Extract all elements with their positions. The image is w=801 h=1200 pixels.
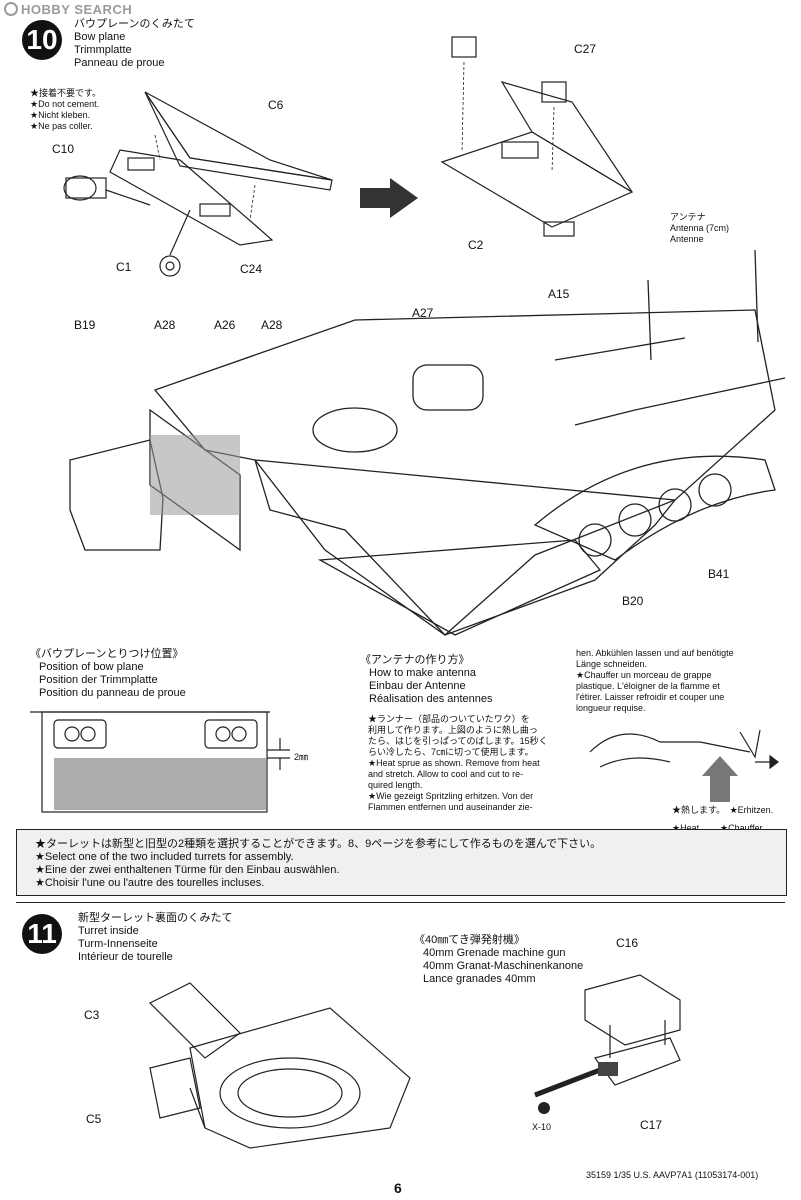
part-label-c5: C5 — [86, 1112, 102, 1126]
part-label-c10: C10 — [52, 142, 75, 156]
grenade-gun-drawing — [534, 974, 681, 1114]
turret-inside-drawing — [148, 982, 411, 1149]
antenna-label: アンテナ Antenna (7cm) Antenne — [670, 212, 730, 244]
watermark-logo-icon — [4, 2, 18, 16]
heat-labels: ★熱します。 ★Erhitzen. ★Heat. ★Chauffer. — [672, 805, 774, 833]
part-label-c3: C3 — [84, 1008, 100, 1022]
bow-plane-assembled-drawing — [440, 36, 634, 237]
step-11-title: 新型ターレット裏面のくみたて Turret inside Turm-Innens… — [78, 912, 233, 963]
part-label-a28-left: A28 — [154, 318, 176, 332]
step-11-divider — [16, 902, 785, 903]
bow-plane-exploded-drawing — [63, 91, 333, 277]
part-label-x10: X-10 — [532, 1122, 552, 1132]
footer-product-code: 35159 1/35 U.S. AAVP7A1 (11053174-001) — [586, 1170, 759, 1180]
next-step-arrow-icon — [360, 178, 418, 218]
part-label-c16: C16 — [616, 936, 639, 950]
part-label-b20: B20 — [622, 594, 644, 608]
step-10-title: バウプレーンのくみたて Bow plane Trimmplatte Pannea… — [74, 18, 195, 69]
part-label-b41: B41 — [708, 567, 730, 581]
dimension-2mm: 2㎜ — [294, 752, 309, 762]
part-label-c27: C27 — [574, 42, 597, 56]
grenade-gun-title: 《40㎜てき弾発射機》 40mm Grenade machine gun 40m… — [414, 934, 584, 985]
heat-sprue-drawing — [589, 729, 779, 802]
watermark: HOBBY SEARCH — [4, 2, 132, 17]
bow-position-title: 《バウプレーンとりつけ位置》 Position of bow plane Pos… — [30, 648, 186, 699]
page-number: 6 — [394, 1180, 402, 1196]
step-11-number: 11 — [22, 914, 62, 954]
part-label-b19: B19 — [74, 318, 96, 332]
turret-selection-notice: ★ターレットは新型と旧型の2種類を選択することができます。8、9ページを参考にし… — [16, 829, 787, 896]
antenna-howto-text: ★ランナー（部品のついていたワク）を 利用して作ります。上図のように熱し曲っ た… — [368, 714, 548, 812]
antenna-howto-text-col2: hen. Abkühlen lassen und auf benötigte L… — [576, 648, 734, 713]
part-label-c6: C6 — [268, 98, 284, 112]
part-label-c24: C24 — [240, 262, 263, 276]
part-label-a28-right: A28 — [261, 318, 283, 332]
part-label-c17: C17 — [640, 1118, 663, 1132]
bow-position-drawing — [30, 711, 290, 813]
part-label-a27: A27 — [412, 306, 434, 320]
hull-assembly-drawing — [69, 250, 786, 636]
part-label-c2: C2 — [468, 238, 484, 252]
cement-notes: ★接着不要です。 ★Do not cement. ★Nicht kleben. … — [30, 88, 102, 131]
part-label-a26: A26 — [214, 318, 236, 332]
part-label-c1: C1 — [116, 260, 132, 274]
step-10-number: 10 — [22, 20, 62, 60]
antenna-howto-title: 《アンテナの作り方》 How to make antenna Einbau de… — [360, 654, 493, 705]
part-label-a15: A15 — [548, 287, 570, 301]
hull-front-shaded-area — [150, 435, 240, 515]
